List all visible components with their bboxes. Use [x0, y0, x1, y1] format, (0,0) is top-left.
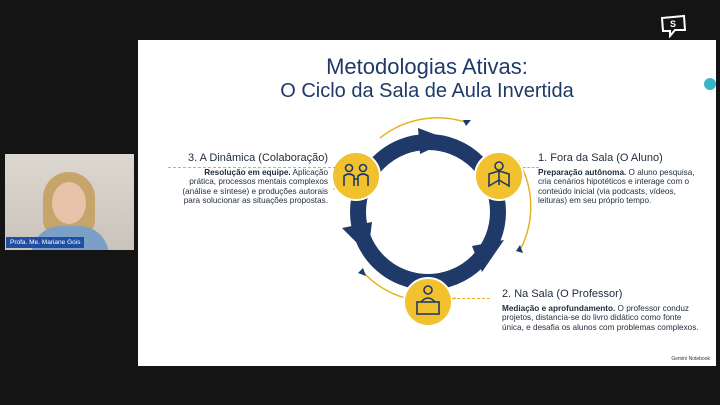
connector-step3: [168, 167, 336, 168]
slide-title-line1: Metodologias Ativas:: [326, 54, 528, 79]
step1-text: O aluno pesquisa, cria cenários hipotéti…: [538, 167, 695, 206]
small-arrowhead-right: [516, 245, 523, 253]
presenter-name-label: Profa. Me. Mariane Gois: [6, 237, 85, 248]
presentation-slide: Metodologias Ativas: O Ciclo da Sala de …: [138, 40, 716, 366]
small-arrowhead-top: [463, 120, 471, 126]
arrowhead-left: [342, 222, 372, 254]
step3-block: 3. A Dinâmica (Colaboração) Resolução em…: [176, 152, 328, 206]
connector-step2: [452, 298, 490, 299]
node-collaboration: [331, 151, 381, 201]
presenter-face: [52, 182, 86, 224]
arrowhead-top: [418, 128, 450, 154]
step1-bold: Preparação autônoma.: [538, 167, 627, 177]
step2-bold: Mediação e aprofundamento.: [502, 303, 616, 313]
slide-title-line2: O Ciclo da Sala de Aula Invertida: [280, 80, 574, 102]
navy-cycle-ring: [350, 134, 506, 290]
step2-text: O professor conduz projetos, distancia-s…: [502, 303, 699, 332]
step2-heading: 2. Na Sala (O Professor): [502, 288, 623, 300]
connector-step1: [523, 167, 539, 168]
decorative-dot: [704, 78, 716, 90]
small-arrowhead-bottom: [358, 268, 366, 276]
streamyard-logo-icon: S: [660, 14, 687, 38]
collaboration-team-icon: [343, 163, 369, 186]
gold-arc-top-left: [379, 117, 469, 139]
step1-block: 1. Fora da Sala (O Aluno) Preparação aut…: [538, 152, 698, 206]
teacher-podium-icon: [416, 285, 440, 315]
arrowhead-bottom-right: [472, 240, 504, 272]
step1-heading: 1. Fora da Sala (O Aluno): [538, 152, 663, 164]
step3-heading: 3. A Dinâmica (Colaboração): [187, 152, 328, 164]
step2-block: 2. Na Sala (O Professor) Mediação e apro…: [502, 288, 702, 332]
gemini-watermark: Gemini Notebook: [671, 356, 710, 362]
svg-text:S: S: [670, 19, 676, 29]
webcam-video: [5, 154, 134, 250]
step3-text: Aplicação prática, processos mentais com…: [182, 167, 328, 206]
step3-bold: Resolução em equipe.: [204, 167, 291, 177]
cycle-diagram: [331, 117, 532, 327]
student-reading-icon: [488, 161, 510, 188]
